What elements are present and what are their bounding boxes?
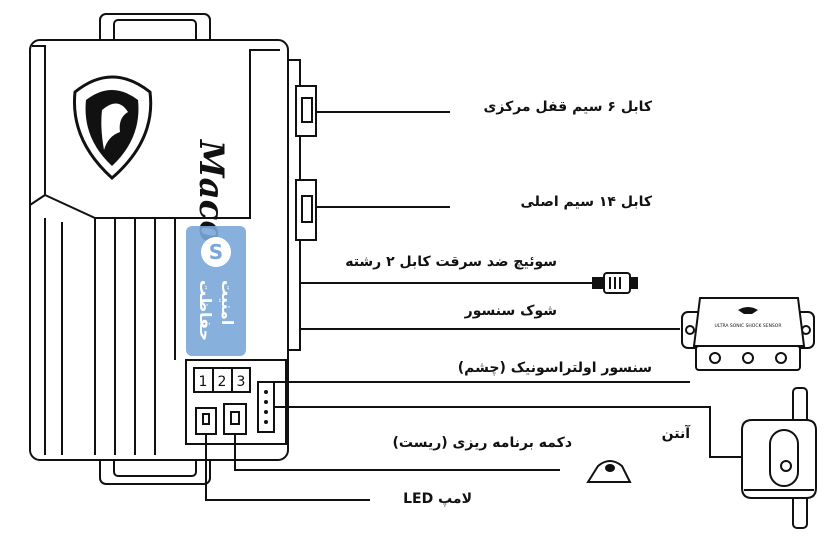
shield-logo [72, 75, 153, 181]
anti-theft-switch-label: سوئیچ ضد سرقت کابل ۲ رشته [345, 254, 557, 270]
shock-sensor-icon: ULTRA SONIC SHOCK SENSOR [681, 297, 815, 371]
program-button-icon [586, 460, 632, 483]
switch-connector-icon [592, 272, 638, 294]
brand-logo-text: Maco [191, 139, 231, 243]
slot-1-label: 1 [199, 374, 208, 390]
shock-sensor-label: شوک سنسور [464, 303, 557, 319]
side-badge-line2: امنیت [218, 280, 237, 325]
program-button-label: دکمه برنامه ریزی (ریست) [393, 435, 573, 451]
slot-3-label: 3 [237, 374, 246, 390]
connector-panel: 1 2 3 [185, 359, 287, 445]
antenna-label: آنتن [662, 424, 692, 442]
led-lamp-label: لامپ LED [403, 491, 472, 507]
ultrasonic-sensor-label: سنسور اولتراسونیک (چشم) [458, 360, 652, 376]
svg-text:S: S [209, 240, 223, 264]
side-badge: S حفاظت امنیت [186, 226, 246, 356]
control-unit: Maco S حفاظت امنیت 1 2 3 [29, 13, 317, 485]
wires [205, 111, 742, 501]
main-cable-label: کابل ۱۴ سیم اصلی [520, 194, 652, 210]
sensor-plate-text: ULTRA SONIC SHOCK SENSOR [715, 323, 782, 329]
side-badge-line1: حفاظت [196, 280, 215, 341]
central-lock-cable-label: کابل ۶ سیم قفل مرکزی [484, 99, 653, 115]
antenna-module-icon [741, 387, 817, 529]
slot-2-label: 2 [218, 374, 227, 390]
